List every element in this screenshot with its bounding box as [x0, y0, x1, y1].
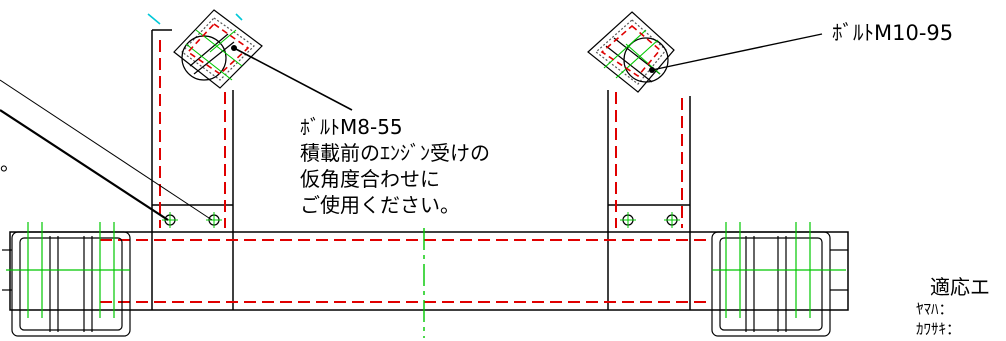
left-roller-assembly — [2, 231, 131, 337]
left-cyan-mark — [147, 13, 161, 25]
right-diamond-hidden — [600, 24, 662, 78]
note-line-3: ご使用ください。 — [300, 193, 460, 217]
left-upright — [151, 29, 234, 232]
right-line1-fragment: ﾔﾏﾊ： — [916, 300, 954, 318]
right-line2-fragment: ｶﾜｻｷ： — [916, 320, 961, 338]
left-diamond-bracket — [173, 9, 263, 89]
right-roller-centers — [712, 222, 846, 318]
right-upright — [607, 90, 691, 232]
note-line-1: 積載前のｴﾝｼﾞﾝ受けの — [300, 141, 490, 165]
leader-left-note-b — [0, 79, 213, 221]
left-upright-hidden — [159, 40, 226, 228]
right-roller-assembly — [711, 231, 848, 337]
leader-left-note-a — [0, 109, 169, 221]
left-roller-centers — [6, 222, 130, 318]
left-diamond-hidden — [186, 22, 250, 76]
main-beam — [9, 231, 849, 311]
leader-bolt-m10 — [651, 33, 823, 71]
right-title-fragment: 適応エ — [930, 275, 990, 299]
leader-bolt-m8 — [233, 47, 353, 111]
bolt-m8-label: ﾎﾞﾙﾄM8-55 — [300, 115, 403, 139]
beam-hidden-lines — [100, 239, 712, 303]
leader-lines — [0, 33, 823, 221]
bolt-m10-label: ﾎﾞﾙﾄM10-95 — [832, 21, 953, 45]
right-upright-hidden — [615, 92, 683, 228]
note-line-2: 仮角度合わせに — [300, 167, 440, 191]
left-lower-holes — [162, 212, 222, 228]
left-cyan-mark-2 — [235, 13, 243, 21]
left-edge-fragment: 。 — [0, 151, 20, 175]
right-lower-holes — [620, 212, 680, 228]
